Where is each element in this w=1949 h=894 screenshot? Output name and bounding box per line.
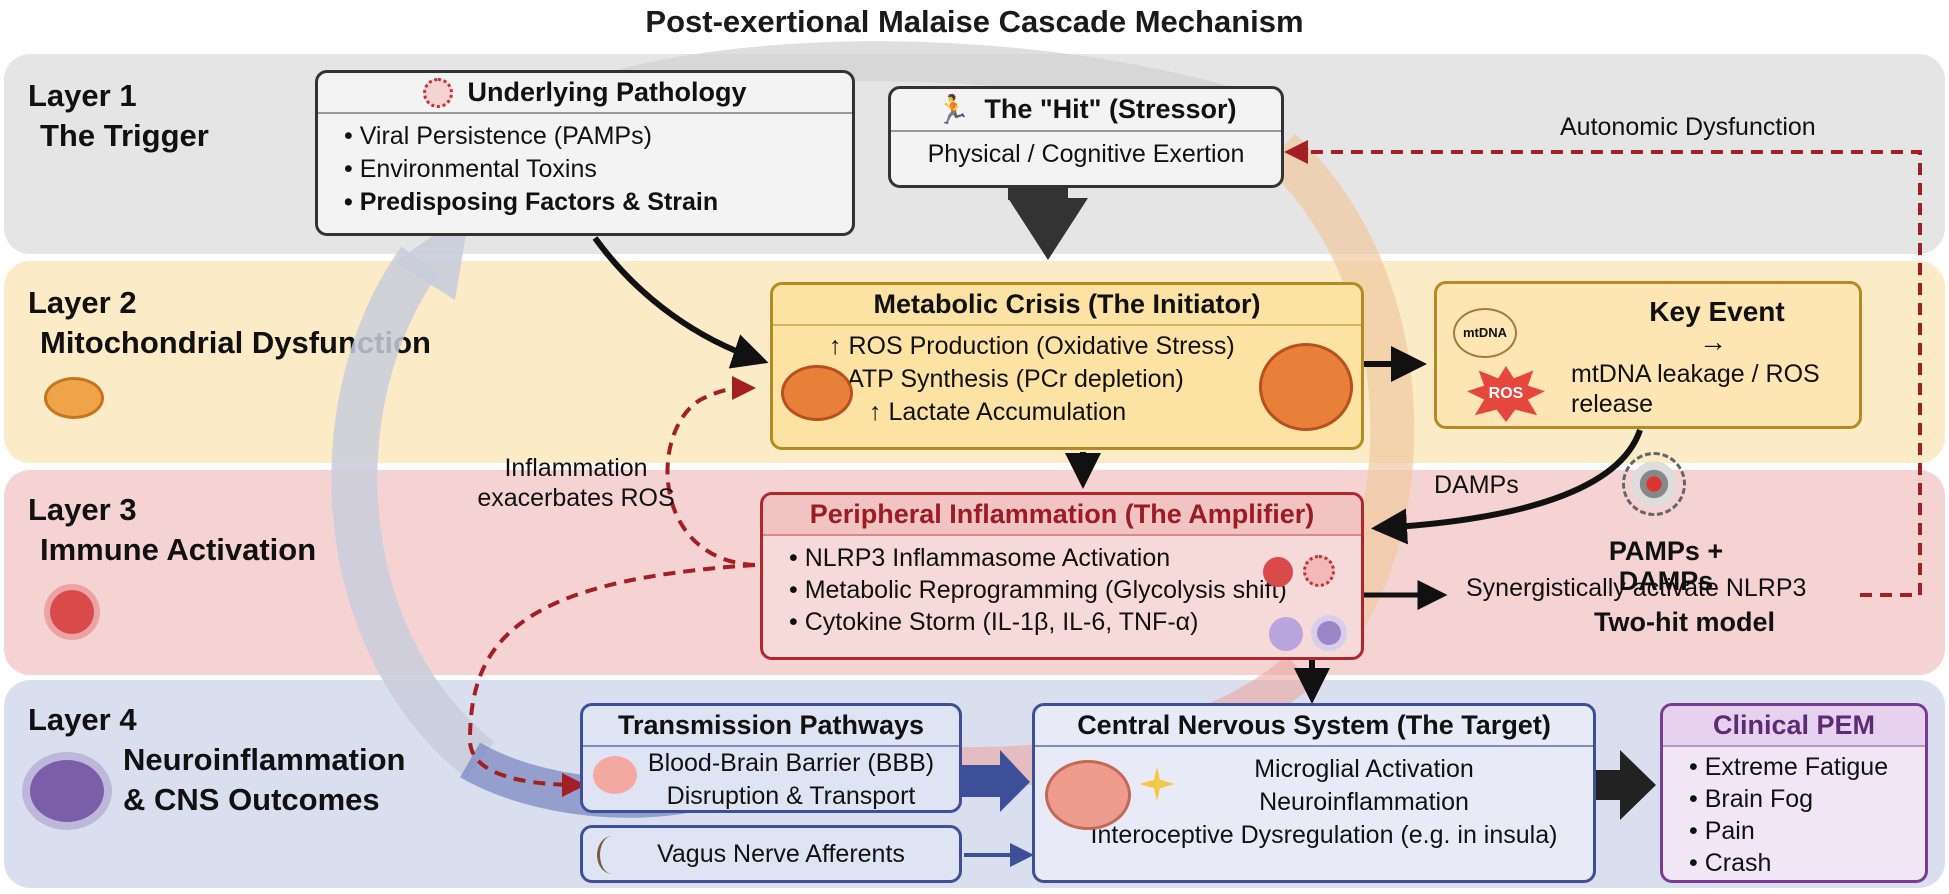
underlying-pathology-heading: Underlying Pathology bbox=[318, 73, 852, 114]
running-person-icon: 🏃 bbox=[935, 94, 971, 125]
inflammation-exacerbates-label: Inflammation exacerbates ROS bbox=[476, 453, 676, 513]
stressor-heading: 🏃 The "Hit" (Stressor) bbox=[891, 89, 1281, 132]
mtdna-label: mtDNA bbox=[1453, 308, 1517, 358]
nerve-icon bbox=[597, 836, 627, 874]
mitochondrion-layer-icon bbox=[44, 377, 104, 419]
layer-1-name: The Trigger bbox=[40, 118, 209, 153]
cns-target-title: Central Nervous System (The Target) bbox=[1035, 706, 1593, 747]
damps-label: DAMPs bbox=[1434, 471, 1519, 499]
transmission-line-1: Blood-Brain Barrier (BBB) bbox=[647, 749, 935, 777]
peripheral-inflammation-title: Peripheral Inflammation (The Amplifier) bbox=[763, 495, 1361, 536]
layer-2-name: Mitochondrial Dysfunction bbox=[40, 325, 431, 360]
vagus-nerve-label: Vagus Nerve Afferents bbox=[657, 840, 905, 868]
layer-2-number: Layer 2 bbox=[28, 285, 137, 320]
inflammasome-icon bbox=[1622, 452, 1686, 516]
layer-3-heading: Layer 3 Immune Activation bbox=[28, 490, 316, 570]
metabolic-item: ↓ ATP Synthesis (PCr depletion) bbox=[829, 365, 1184, 393]
peripheral-item: NLRP3 Inflammasome Activation bbox=[789, 542, 1349, 574]
clinical-item: Pain bbox=[1689, 815, 1913, 847]
layer-1-heading: Layer 1 The Trigger bbox=[28, 76, 209, 156]
peripheral-inflammation-box: Peripheral Inflammation (The Amplifier) … bbox=[760, 492, 1364, 660]
pamps-damps-line: Synergistically activate NLRP3 bbox=[1466, 574, 1807, 602]
cns-line-3: Interoceptive Dysregulation (e.g. in ins… bbox=[1090, 821, 1558, 849]
key-event-text-1: mtDNA leakage / ROS bbox=[1571, 360, 1820, 388]
stressor-line: Physical / Cognitive Exertion bbox=[927, 140, 1245, 168]
layer-3-number: Layer 3 bbox=[28, 492, 137, 527]
transmission-line-2: Disruption & Transport bbox=[666, 782, 916, 810]
cns-line-1: Microglial Activation bbox=[1254, 755, 1474, 783]
pamps-damps-title: PAMPs + DAMPs bbox=[1608, 536, 1724, 596]
layer-4-band: Layer 4 Neuroinflammation & CNS Outcomes bbox=[4, 680, 1945, 888]
mitochondrion-left-icon bbox=[781, 365, 853, 421]
metabolic-crisis-title: Metabolic Crisis (The Initiator) bbox=[773, 285, 1361, 326]
ros-label: ROS bbox=[1488, 385, 1524, 402]
clinical-pem-box: Clinical PEM Extreme Fatigue Brain Fog P… bbox=[1660, 703, 1928, 883]
lymphocyte-icon bbox=[1311, 615, 1347, 651]
clinical-item: Extreme Fatigue bbox=[1689, 751, 1913, 783]
layer-2-heading: Layer 2 Mitochondrial Dysfunction bbox=[28, 283, 431, 363]
two-hit-model-label: Two-hit model bbox=[1594, 607, 1775, 637]
clinical-item: Crash bbox=[1689, 847, 1913, 879]
layer-3-name: Immune Activation bbox=[40, 532, 317, 567]
immune-cell-layer-icon bbox=[50, 590, 94, 634]
pathology-item: Predisposing Factors & Strain bbox=[344, 186, 840, 219]
peripheral-item: Metabolic Reprogramming (Glycolysis shif… bbox=[789, 574, 1349, 606]
inflamed-cell-icon bbox=[1263, 557, 1293, 587]
metabolic-item: ↑ Lactate Accumulation bbox=[869, 398, 1127, 426]
macrophage-icon bbox=[1269, 617, 1303, 651]
transmission-pathways-title: Transmission Pathways bbox=[583, 706, 959, 747]
stressor-box: 🏃 The "Hit" (Stressor) Physical / Cognit… bbox=[888, 86, 1284, 188]
peripheral-item: Cytokine Storm (IL-1β, IL-6, TNF-α) bbox=[789, 606, 1349, 638]
metabolic-crisis-box: Metabolic Crisis (The Initiator) ↑ ROS P… bbox=[770, 282, 1364, 450]
diagram-title: Post-exertional Malaise Cascade Mechanis… bbox=[645, 4, 1304, 39]
brain-bbb-icon bbox=[593, 756, 637, 794]
key-event-box: mtDNA ROS Key Event → mtDNA leakage / RO… bbox=[1434, 281, 1862, 429]
layer-1-number: Layer 1 bbox=[28, 78, 137, 113]
layer-4-number: Layer 4 bbox=[28, 702, 137, 737]
cns-line-2: Neuroinflammation bbox=[1259, 788, 1469, 816]
ros-starburst-icon: ROS bbox=[1467, 366, 1545, 422]
metabolic-item: ↑ ROS Production (Oxidative Stress) bbox=[829, 332, 1235, 360]
layer-4-name-line2: & CNS Outcomes bbox=[123, 782, 380, 817]
transmission-pathways-box: Transmission Pathways Blood-Brain Barrie… bbox=[580, 703, 962, 813]
vagus-nerve-box: Vagus Nerve Afferents bbox=[580, 825, 962, 883]
underlying-pathology-box: Underlying Pathology Viral Persistence (… bbox=[315, 70, 855, 236]
inflammation-note-line2: exacerbates ROS bbox=[477, 484, 675, 512]
clinical-item: Brain Fog bbox=[1689, 783, 1913, 815]
autonomic-dysfunction-label: Autonomic Dysfunction bbox=[1560, 113, 1816, 141]
pathology-item: Viral Persistence (PAMPs) bbox=[344, 120, 840, 153]
pathology-item: Environmental Toxins bbox=[344, 153, 840, 186]
key-event-arrow: → bbox=[1699, 326, 1727, 357]
stressor-title: The "Hit" (Stressor) bbox=[984, 94, 1237, 124]
brain-icon bbox=[1045, 760, 1131, 830]
mitochondrion-right-icon bbox=[1259, 343, 1353, 431]
brain-layer-icon bbox=[30, 760, 104, 822]
underlying-pathology-title: Underlying Pathology bbox=[467, 77, 747, 107]
key-event-text-2: release bbox=[1571, 390, 1653, 418]
clinical-pem-title: Clinical PEM bbox=[1663, 706, 1925, 747]
inflamed-cell-icon bbox=[1303, 555, 1335, 587]
virus-icon bbox=[423, 77, 454, 108]
cns-target-box: Central Nervous System (The Target) Micr… bbox=[1032, 703, 1596, 883]
key-event-title: Key Event bbox=[1649, 296, 1785, 327]
inflammation-note-line1: Inflammation bbox=[504, 454, 648, 482]
